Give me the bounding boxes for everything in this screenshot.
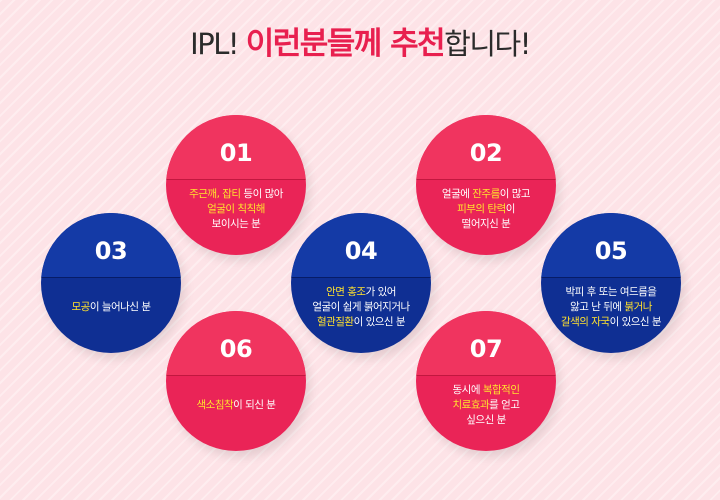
circle-divider: [166, 375, 306, 377]
description-line: 주근깨, 잡티 등이 많아: [170, 187, 302, 202]
description-text: 를 얻고: [489, 399, 520, 411]
highlight-text: 붉거나: [624, 301, 652, 313]
recommendation-circle-03: 03 모공이 늘어나신 분: [41, 213, 181, 353]
circle-divider: [166, 179, 306, 181]
description-text: 가 있어: [365, 286, 397, 298]
description-text: 떨어지신 분: [461, 218, 511, 230]
highlight-text: 갈색의 자국: [560, 316, 610, 328]
circle-number: 07: [469, 335, 503, 363]
circle-description: 모공이 늘어나신 분: [45, 300, 177, 315]
highlight-text: 주근깨, 잡티: [189, 188, 241, 200]
description-text: 보이시는 분: [211, 218, 261, 230]
circle-top-band: [166, 115, 306, 180]
description-line: 모공이 늘어나신 분: [45, 300, 177, 315]
highlight-text: 혈관질환: [316, 316, 354, 328]
headline: IPL! 이런분들께 추천합니다!: [0, 18, 720, 63]
description-line: 앓고 난 뒤에 붉거나: [545, 300, 677, 315]
circle-top-band: [291, 213, 431, 278]
circle-top-band: [416, 115, 556, 180]
description-text: 앓고 난 뒤에: [570, 301, 625, 313]
description-text: 이 있으신 분: [609, 316, 662, 328]
circle-top-band: [541, 213, 681, 278]
description-line: 떨어지신 분: [420, 217, 552, 232]
highlight-text: 안면 홍조: [326, 286, 366, 298]
description-text: 이 늘어나신 분: [89, 301, 151, 313]
circle-top-band: [416, 311, 556, 376]
circle-divider: [416, 375, 556, 377]
circle-top-band: [41, 213, 181, 278]
highlight-text: 모공: [71, 301, 91, 313]
description-line: 얼굴이 쉽게 붉어지거나: [295, 300, 427, 315]
description-line: 갈색의 자국이 있으신 분: [545, 315, 677, 330]
headline-highlight: 이런분들께 추천: [245, 26, 446, 62]
description-text: 싶으신 분: [466, 414, 506, 426]
circle-divider: [291, 277, 431, 279]
description-line: 치료효과를 얻고: [420, 398, 552, 413]
description-line: 피부의 탄력이: [420, 202, 552, 217]
circle-description: 색소침착이 되신 분: [170, 398, 302, 413]
circle-divider: [541, 277, 681, 279]
circle-divider: [416, 179, 556, 181]
headline-prefix: IPL!: [190, 27, 246, 61]
circle-top-band: [166, 311, 306, 376]
description-line: 보이시는 분: [170, 217, 302, 232]
headline-suffix: 합니다!: [444, 27, 531, 61]
description-text: 얼굴에: [441, 188, 473, 200]
description-line: 색소침착이 되신 분: [170, 398, 302, 413]
circle-number: 05: [594, 237, 628, 265]
circle-number: 04: [344, 237, 378, 265]
circle-number: 01: [219, 139, 253, 167]
highlight-text: 잔주름: [472, 188, 500, 200]
highlight-text: 색소침착: [196, 399, 234, 411]
description-text: 박피 후 또는 여드름을: [565, 286, 657, 298]
description-line: 안면 홍조가 있어: [295, 285, 427, 300]
recommendation-circle-06: 06 색소침착이 되신 분: [166, 311, 306, 451]
description-line: 싶으신 분: [420, 413, 552, 428]
circle-number: 06: [219, 335, 253, 363]
description-text: 이 있으신 분: [353, 316, 406, 328]
description-text: 이 되신 분: [233, 399, 276, 411]
description-line: 얼굴에 잔주름이 많고: [420, 187, 552, 202]
description-text: 이 많고: [499, 188, 531, 200]
highlight-text: 복합적인: [482, 384, 520, 396]
description-line: 박피 후 또는 여드름을: [545, 285, 677, 300]
highlight-text: 얼굴이 칙칙해: [207, 203, 265, 215]
description-line: 얼굴이 칙칙해: [170, 202, 302, 217]
description-text: 등이 많아: [240, 188, 283, 200]
description-text: 이: [505, 203, 516, 215]
highlight-text: 피부의 탄력: [457, 203, 506, 215]
description-text: 동시에: [452, 384, 483, 396]
circle-divider: [41, 277, 181, 279]
circle-number: 02: [469, 139, 503, 167]
description-line: 혈관질환이 있으신 분: [295, 315, 427, 330]
description-text: 얼굴이 쉽게 붉어지거나: [312, 301, 410, 313]
circle-number: 03: [94, 237, 128, 265]
description-line: 동시에 복합적인: [420, 383, 552, 398]
highlight-text: 치료효과: [452, 399, 490, 411]
